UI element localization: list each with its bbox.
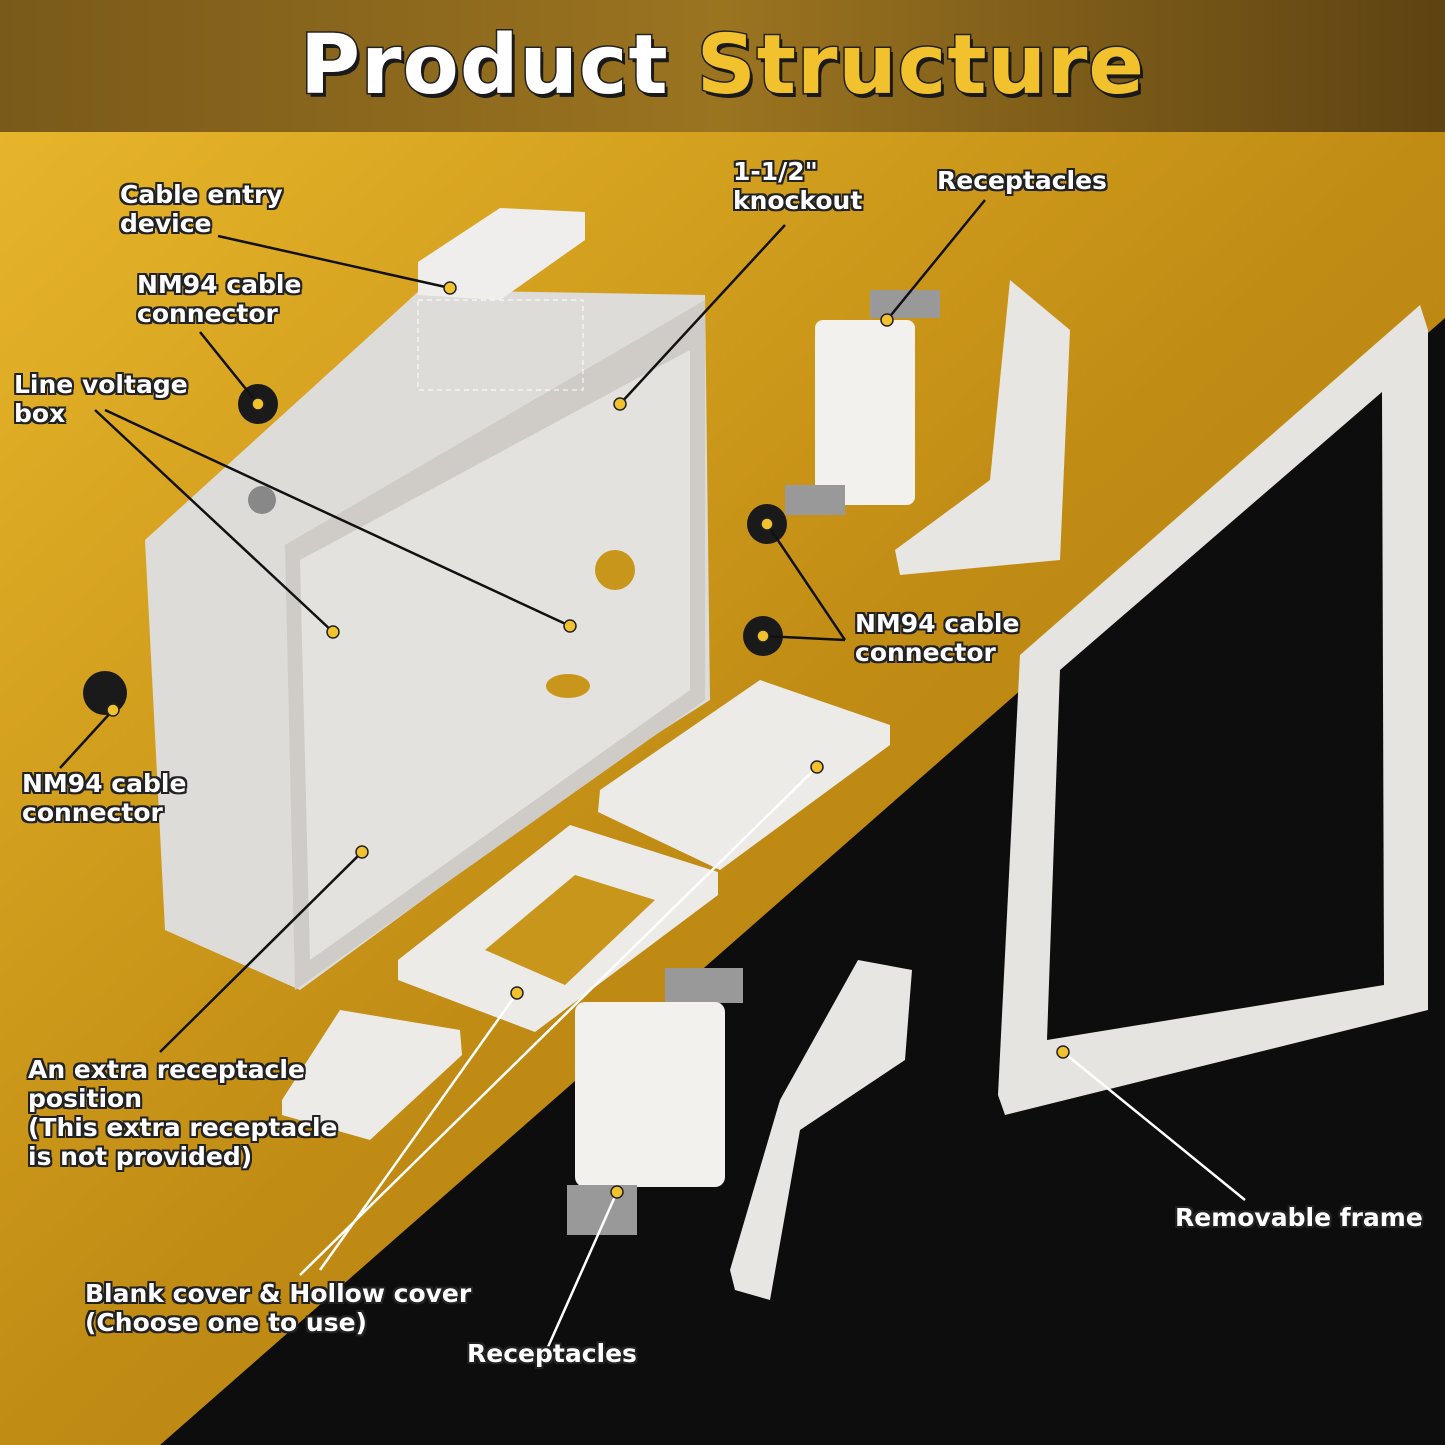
- receptacle-top: [785, 290, 940, 515]
- label-removable-frame: Removable frame: [1175, 1203, 1423, 1232]
- label-nm94-right: NM94 cable connector: [855, 609, 1020, 667]
- label-line-voltage-box: Line voltage box: [14, 370, 188, 428]
- blank-cover: [598, 680, 890, 870]
- leader-dots: [106, 281, 1070, 1199]
- leader-lines: [59, 199, 1246, 1366]
- title-word-product: Product: [298, 16, 669, 114]
- extra-receptacle-cover: [282, 1010, 462, 1140]
- nm94-connector-left: [83, 671, 127, 715]
- line-voltage-box: [145, 290, 710, 990]
- page-title: Product Structure: [0, 0, 1445, 130]
- label-cable-entry-device: Cable entry device: [120, 180, 283, 238]
- label-extra-receptacle: An extra receptacle position (This extra…: [28, 1055, 338, 1171]
- label-covers: Blank cover & Hollow cover (Choose one t…: [85, 1279, 472, 1337]
- label-nm94-top: NM94 cable connector: [137, 270, 302, 328]
- title-word-structure: Structure: [695, 16, 1146, 114]
- label-nm94-left: NM94 cable connector: [22, 769, 187, 827]
- cable-entry-device: [417, 208, 585, 391]
- label-receptacles-top: Receptacles: [937, 166, 1107, 195]
- receptacle-bottom: [567, 968, 743, 1235]
- title-band: [0, 0, 1445, 132]
- hollow-cover: [398, 825, 718, 1032]
- receptacle-bracket-top: [895, 280, 1070, 575]
- label-knockout: 1-1/2" knockout: [733, 157, 863, 215]
- removable-frame: [998, 305, 1428, 1115]
- receptacle-bracket-bottom: [730, 960, 912, 1300]
- label-receptacles-bottom: Receptacles: [467, 1339, 637, 1368]
